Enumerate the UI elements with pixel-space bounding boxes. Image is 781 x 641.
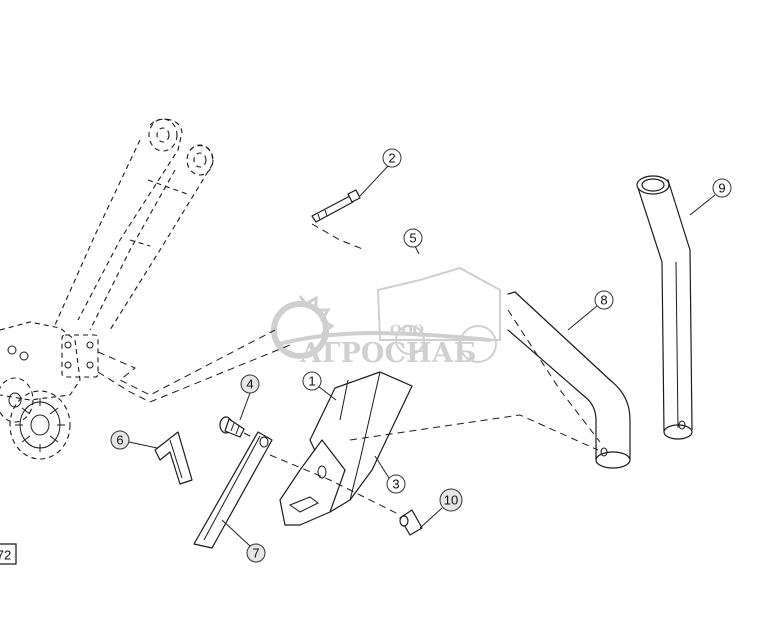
callout-6: 6 <box>110 430 158 450</box>
callout-3: 3 <box>374 455 406 494</box>
callout-7: 7 <box>221 519 266 563</box>
small-pin-part <box>399 509 423 536</box>
callout-1: 1 <box>302 371 337 401</box>
callout-label: 9 <box>718 181 725 196</box>
figure-tag: 72 <box>0 543 17 565</box>
callout-8: 8 <box>567 290 614 331</box>
callout-label: 7 <box>252 546 259 561</box>
callout-9: 9 <box>689 178 732 216</box>
watermark-prefix: ООО <box>390 323 424 338</box>
callout-label: 2 <box>388 151 395 166</box>
callout-label: 1 <box>308 374 315 389</box>
company-watermark: ООО АГРОСНАБ <box>271 266 501 369</box>
callout-10: 10 <box>419 488 463 529</box>
flat-bar-part <box>193 431 273 549</box>
figure-tag-label: 72 <box>0 548 11 563</box>
pipe-part <box>636 175 693 440</box>
callout-2: 2 <box>359 148 402 197</box>
callout-label: 3 <box>392 477 399 492</box>
lift-arm-assembly <box>0 118 291 460</box>
callout-label: 5 <box>409 231 416 246</box>
callout-label: 4 <box>246 377 253 392</box>
shank-part <box>269 371 413 526</box>
bent-tube-part <box>349 291 631 469</box>
watermark-name: АГРОСНАБ <box>300 338 477 369</box>
pin-part <box>311 189 366 251</box>
callout-5: 5 <box>403 228 423 255</box>
clip-part <box>154 431 193 485</box>
callout-label: 6 <box>116 433 123 448</box>
callout-label: 8 <box>600 293 607 308</box>
callout-label: 10 <box>444 493 458 508</box>
callout-4: 4 <box>239 374 260 421</box>
bolt-part <box>219 416 259 441</box>
